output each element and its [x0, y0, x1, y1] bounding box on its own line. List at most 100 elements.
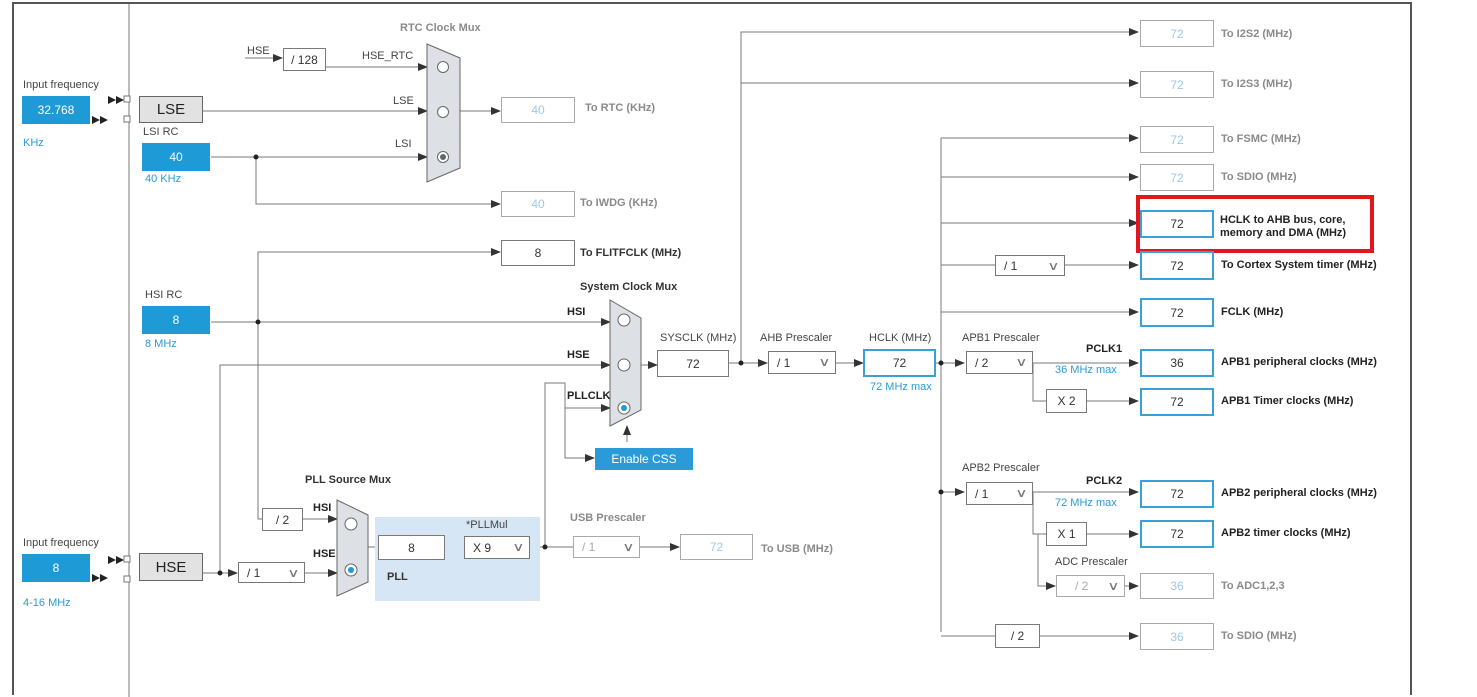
output-adc[interactable]: 36: [1140, 573, 1214, 599]
lse-input-frequency[interactable]: 32.768: [22, 96, 90, 124]
apb2-timer-mul: X 1: [1046, 522, 1087, 546]
rtc-in-lse: LSE: [393, 95, 414, 107]
cortex-div-value: / 1: [1004, 258, 1018, 273]
flitfclk-label: To FLITFCLK (MHz): [580, 247, 682, 259]
pllmul-title: *PLLMul: [466, 519, 508, 531]
hclk-max: 72 MHz max: [870, 381, 932, 393]
usb-output[interactable]: 72: [680, 534, 753, 560]
pll-src-hsi: HSI: [313, 502, 332, 514]
chevron-down-icon: ∨: [287, 566, 300, 580]
sysclk-label: SYSCLK (MHz): [660, 332, 737, 344]
output-apb1-timer[interactable]: 72: [1140, 388, 1214, 416]
apb1-prescaler-select[interactable]: / 2 ∨: [966, 351, 1033, 374]
lse-unit: KHz: [23, 137, 44, 149]
rtc-mux-title: RTC Clock Mux: [400, 22, 481, 34]
sysclk-value: 72: [657, 350, 729, 377]
usb-prescaler-select[interactable]: / 1∨: [573, 536, 640, 558]
apb2-prescaler-select[interactable]: / 1 ∨: [966, 482, 1033, 505]
iwdg-output[interactable]: 40: [501, 191, 575, 217]
lse-input-caption: Input frequency: [23, 79, 99, 91]
apb1-prescaler-value: / 2: [975, 355, 989, 370]
output-i2s2-label: To I2S2 (MHz): [1221, 28, 1293, 40]
adc-prescaler-select[interactable]: / 2∨: [1056, 575, 1125, 597]
adc-prescaler-value: / 2: [1075, 579, 1089, 593]
apb2-prescaler-value: / 1: [975, 486, 989, 501]
lsi-unit: 40 KHz: [145, 173, 182, 185]
cortex-div-select[interactable]: / 1 ∨: [995, 255, 1065, 276]
hse-source[interactable]: HSE: [139, 553, 203, 581]
usb-output-label: To USB (MHz): [761, 543, 833, 555]
highlight-box: [1136, 195, 1374, 253]
output-apb1-periph[interactable]: 36: [1140, 349, 1214, 377]
pllmul-select[interactable]: X 9∨: [464, 536, 530, 559]
usb-prescaler-title: USB Prescaler: [570, 512, 646, 524]
apb1-prescaler-label: APB1 Prescaler: [962, 332, 1040, 344]
flitfclk-output[interactable]: 8: [501, 240, 575, 266]
lsi-caption: LSI RC: [143, 126, 179, 138]
chevron-down-icon: ∨: [1015, 486, 1028, 500]
hse-prediv-value: / 1: [247, 565, 261, 580]
output-fsmc[interactable]: 72: [1140, 126, 1214, 153]
output-apb2-timer-label: APB2 timer clocks (MHz): [1221, 527, 1351, 539]
iwdg-output-label: To IWDG (KHz): [580, 197, 658, 209]
pll-label: PLL: [387, 571, 408, 583]
hse-div128: / 128: [283, 48, 326, 71]
usb-prescaler-value: / 1: [582, 540, 596, 554]
hsi-value: 8: [142, 306, 210, 334]
output-i2s3[interactable]: 72: [1140, 71, 1214, 98]
output-sdio-apb2-label: To SDIO (MHz): [1221, 630, 1297, 642]
sys-in-hse: HSE: [567, 349, 590, 361]
hse-prediv-select[interactable]: / 1 ∨: [238, 562, 305, 583]
output-sdio-apb2[interactable]: 36: [1140, 623, 1214, 650]
hse-input-caption: Input frequency: [23, 537, 99, 549]
sdio-div2: / 2: [995, 624, 1040, 648]
apb2-prescaler-label: APB2 Prescaler: [962, 462, 1040, 474]
output-apb1-periph-label: APB1 peripheral clocks (MHz): [1221, 356, 1377, 368]
output-hclk-ahb-label: HCLK to AHB bus, core, memory and DMA (M…: [1220, 214, 1347, 239]
hse-input-frequency[interactable]: 8: [22, 554, 90, 582]
chevron-down-icon: ∨: [1015, 355, 1028, 369]
pll-hsi-div2: / 2: [262, 508, 303, 531]
hsi-caption: HSI RC: [145, 289, 183, 301]
output-sdio-ahb[interactable]: 72: [1140, 164, 1214, 191]
rtc-in-hse: HSE: [247, 45, 270, 57]
output-apb2-periph[interactable]: 72: [1140, 480, 1214, 508]
pclk1-label: PCLK1: [1086, 343, 1123, 355]
pll-src-hse: HSE: [313, 548, 336, 560]
output-fsmc-label: To FSMC (MHz): [1221, 133, 1301, 145]
output-apb2-timer[interactable]: 72: [1140, 520, 1214, 548]
adc-prescaler-label: ADC Prescaler: [1055, 556, 1128, 568]
enable-css-button[interactable]: Enable CSS: [595, 448, 693, 470]
apb2-max: 72 MHz max: [1055, 497, 1117, 509]
output-i2s3-label: To I2S3 (MHz): [1221, 78, 1293, 90]
output-adc-label: To ADC1,2,3: [1221, 580, 1285, 592]
output-i2s2[interactable]: 72: [1140, 20, 1214, 47]
output-apb1-timer-label: APB1 Timer clocks (MHz): [1221, 395, 1354, 407]
output-apb2-periph-label: APB2 peripheral clocks (MHz): [1221, 487, 1377, 499]
chevron-down-icon: ∨: [1047, 259, 1060, 273]
sys-in-pllclk: PLLCLK: [567, 390, 611, 402]
output-cortex-timer-label: To Cortex System timer (MHz): [1221, 259, 1377, 271]
hse-unit: 4-16 MHz: [23, 597, 71, 609]
rtc-output-label: To RTC (KHz): [585, 102, 656, 114]
pll-source-mux: [336, 499, 369, 597]
rtc-in-lsi: LSI: [395, 138, 412, 150]
rtc-in-hse-rtc: HSE_RTC: [362, 50, 414, 62]
ahb-prescaler-select[interactable]: / 1∨: [768, 351, 836, 374]
hsi-unit: 8 MHz: [145, 338, 177, 350]
pll-input-value: 8: [378, 535, 445, 560]
rtc-output[interactable]: 40: [501, 97, 575, 123]
output-fclk-label: FCLK (MHz): [1221, 306, 1284, 318]
apb1-max: 36 MHz max: [1055, 364, 1117, 376]
ahb-prescaler-value: / 1: [777, 355, 791, 370]
lse-source[interactable]: LSE: [139, 96, 203, 123]
pllmul-value: X 9: [473, 540, 492, 555]
pclk2-label: PCLK2: [1086, 475, 1123, 487]
output-hclk-ahb[interactable]: 72: [1140, 210, 1214, 238]
output-fclk[interactable]: 72: [1140, 298, 1214, 327]
ahb-prescaler-label: AHB Prescaler: [760, 332, 833, 344]
pll-src-title: PLL Source Mux: [305, 474, 391, 486]
output-cortex-timer[interactable]: 72: [1140, 251, 1214, 280]
hclk-value[interactable]: 72: [863, 349, 936, 377]
